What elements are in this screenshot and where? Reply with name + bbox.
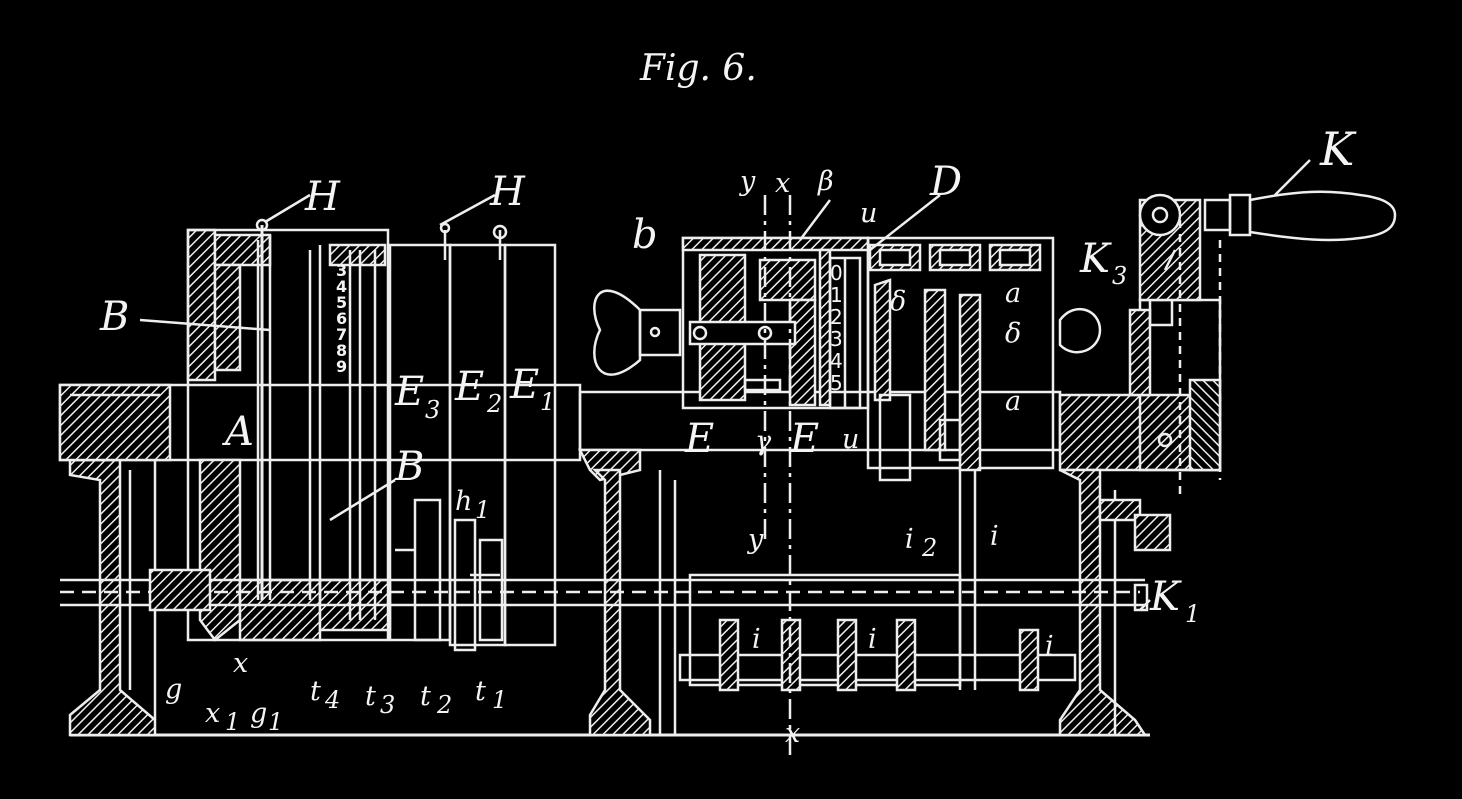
- label-t4: t: [310, 676, 321, 707]
- label-u-mid: u: [842, 424, 859, 455]
- label-i-cyl2: i: [868, 624, 877, 655]
- label-u-top: u: [860, 198, 877, 229]
- label-K: K: [1319, 122, 1357, 176]
- label-t4-sub: 4: [324, 686, 340, 714]
- label-B-lower: B: [394, 444, 424, 490]
- label-K3: K: [1079, 236, 1112, 282]
- label-x-bottom: x: [785, 718, 800, 749]
- label-B-upper: B: [99, 294, 129, 340]
- label-gamma: γ: [755, 426, 772, 457]
- dial-right: 0 1 2 3 4 5: [830, 261, 843, 395]
- label-E1-sub: 1: [540, 388, 555, 416]
- label-E3: E: [394, 369, 424, 415]
- label-a-top: a: [1005, 278, 1021, 309]
- dial-right-digit: 1: [830, 283, 843, 307]
- label-x-top: x: [775, 168, 790, 199]
- label-t2-sub: 2: [436, 691, 452, 719]
- label-H-right: H: [489, 169, 526, 215]
- dial-left-digit: 5: [336, 293, 347, 312]
- label-K1-sub: 1: [1185, 600, 1200, 628]
- dial-left-digit: 6: [336, 309, 347, 328]
- label-delta-top: δ: [890, 286, 906, 317]
- label-x-low: x: [233, 648, 248, 679]
- label-t3: t: [365, 681, 376, 712]
- label-beta: β: [817, 166, 834, 197]
- label-i-cyl3: i: [1045, 631, 1054, 662]
- label-E2: E: [454, 364, 484, 410]
- label-y-bottom: y: [747, 524, 764, 555]
- label-g1: g: [250, 698, 267, 729]
- label-i2: i: [905, 524, 914, 555]
- label-y-top: y: [739, 166, 756, 197]
- label-t2: t: [420, 681, 431, 712]
- label-g1-sub: 1: [268, 708, 283, 736]
- dial-left-digit: 3: [336, 261, 347, 280]
- label-D: D: [929, 159, 962, 205]
- label-b: b: [632, 212, 658, 258]
- label-H-left: H: [304, 174, 341, 220]
- label-delta-mid: δ: [1005, 318, 1021, 349]
- dial-left-digit: 7: [336, 325, 347, 344]
- dial-right-digit: 0: [830, 261, 843, 285]
- label-E-mid: E: [684, 416, 714, 462]
- label-K1: K: [1149, 574, 1182, 620]
- label-g: g: [165, 674, 182, 705]
- label-E2-sub: 2: [486, 390, 502, 418]
- dial-right-digit: 2: [830, 305, 843, 329]
- label-E-mid2: E: [789, 416, 819, 462]
- label-a-mid: a: [1005, 386, 1021, 417]
- label-h1-sub: 1: [475, 496, 490, 524]
- label-E1: E: [509, 362, 539, 408]
- figure-title: Fig. 6.: [639, 48, 757, 89]
- label-i-right: i: [990, 521, 999, 552]
- dial-left-digit: 4: [336, 277, 347, 296]
- dial-left-digit: 8: [336, 341, 347, 360]
- label-t1: t: [475, 676, 486, 707]
- label-x1: x: [205, 698, 220, 729]
- label-i2-sub: 2: [921, 534, 937, 562]
- dial-right-digit: 4: [830, 349, 843, 373]
- label-x1-sub: 1: [225, 708, 240, 736]
- label-t3-sub: 3: [380, 691, 395, 719]
- label-h1: h: [455, 486, 472, 517]
- label-E3-sub: 3: [425, 396, 440, 424]
- dial-right-digit: 3: [830, 327, 843, 351]
- label-t1-sub: 1: [492, 686, 507, 714]
- dial-left-digit: 9: [336, 357, 347, 376]
- label-i-cyl1: i: [752, 624, 761, 655]
- dial-right-digit: 5: [830, 371, 843, 395]
- label-K3-sub: 3: [1112, 262, 1127, 290]
- dial-left: 3 4 5 6 7 8 9: [336, 261, 347, 376]
- label-A: A: [221, 409, 254, 455]
